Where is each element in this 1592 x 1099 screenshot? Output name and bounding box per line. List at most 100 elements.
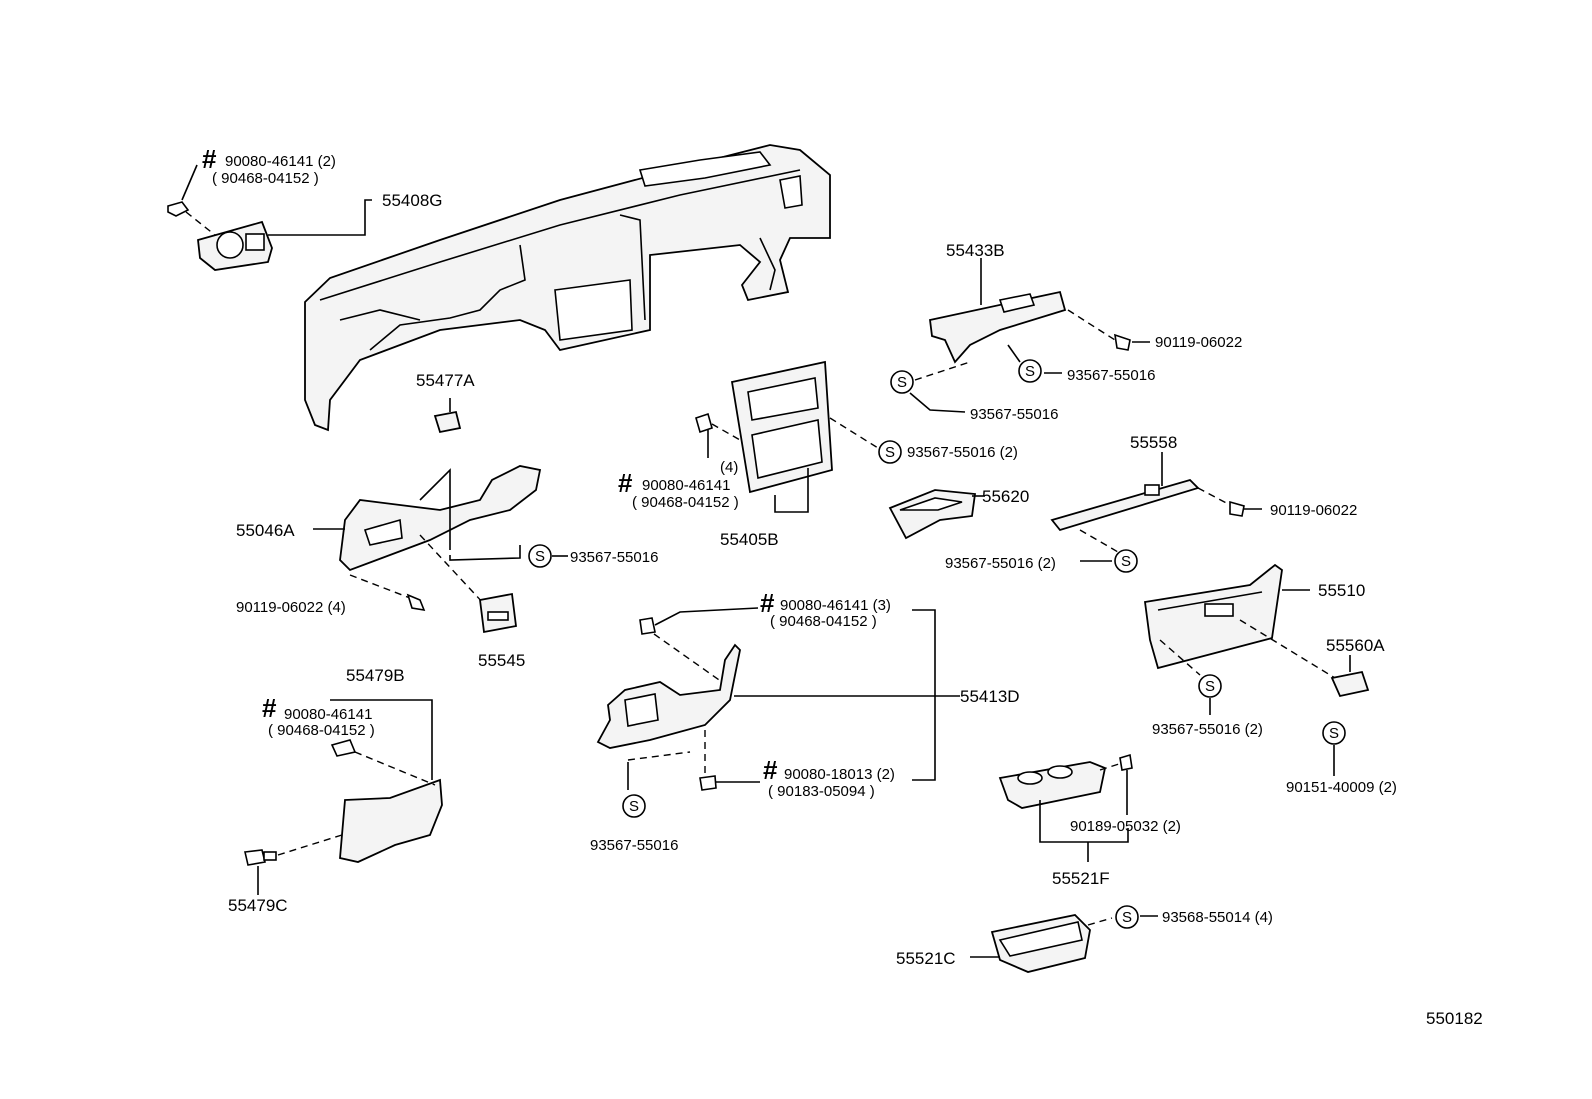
leader-f15-dash	[1159, 639, 1201, 676]
diagram-id: 550182	[1426, 1009, 1483, 1028]
fastener-label: 93567-55016 (2)	[1152, 721, 1263, 738]
leader-55433b-bolt-dash	[1067, 309, 1116, 341]
part-label-55477a: 55477A	[416, 371, 475, 390]
leader-55560a-dash	[1239, 619, 1336, 679]
fastener-label: ( 90468-04152 )	[212, 170, 319, 187]
bracket-55521f	[1039, 800, 1129, 843]
leader-55408g-clip	[181, 164, 198, 201]
s-symbol-f9: S	[528, 544, 552, 568]
fastener-label: 93567-55016	[570, 549, 658, 566]
leader-55479c-dash	[277, 834, 343, 856]
bracket-55413d	[912, 609, 936, 781]
leader-55479b	[330, 699, 433, 780]
part-label-55560a: 55560A	[1326, 636, 1385, 655]
svg-text:S: S	[897, 374, 907, 391]
fastener-label: 90080-46141	[642, 477, 730, 494]
part-label-55545: 55545	[478, 651, 525, 670]
s-symbol-f15: S	[1198, 674, 1222, 698]
svg-text:S: S	[1025, 363, 1035, 380]
leader-f7-dash	[1079, 529, 1119, 553]
s-symbol-f4: S	[890, 370, 914, 394]
fastener-label: 93567-55016 (2)	[945, 555, 1056, 572]
leader-55413d-clip-dash	[653, 633, 723, 683]
part-label-55405b: 55405B	[720, 530, 779, 549]
fastener-label: 90119-06022	[1155, 334, 1242, 351]
s-symbol-f3: S	[1018, 359, 1042, 383]
fastener-label: 90080-46141 (3)	[780, 597, 891, 614]
leader-55405b-clip-dash	[711, 423, 741, 441]
part-55620-drawing	[888, 489, 977, 540]
hash-symbol: #	[262, 693, 277, 723]
part-label-55521f: 55521F	[1052, 869, 1110, 888]
leader-f11	[654, 607, 759, 626]
leader-55405b	[774, 468, 809, 513]
part-label-55046a: 55046A	[236, 521, 295, 540]
part-label-55479c: 55479C	[228, 896, 288, 915]
part-55560a-drawing	[1330, 670, 1370, 698]
fastener-label: ( 90468-04152 )	[268, 722, 375, 739]
fastener-label: 90151-40009 (2)	[1286, 779, 1397, 796]
bolt-icon	[406, 593, 426, 612]
bolt-icon	[1229, 500, 1245, 517]
s-symbol-f14: S	[622, 794, 646, 818]
svg-text:S: S	[629, 798, 639, 815]
part-55046a-drawing	[339, 465, 542, 572]
fastener-label: 93567-55016	[590, 837, 678, 854]
part-55479c-drawing	[244, 849, 277, 866]
s-symbol-f16: S	[1322, 721, 1346, 745]
svg-text:S: S	[885, 444, 895, 461]
part-label-55408g: 55408G	[382, 191, 443, 210]
svg-text:S: S	[1205, 678, 1215, 695]
part-55521c-drawing	[990, 914, 1091, 973]
bolt-icon	[1114, 333, 1131, 351]
fastener-label: 90189-05032 (2)	[1070, 818, 1181, 835]
svg-text:S: S	[535, 548, 545, 565]
hash-symbol: #	[760, 588, 775, 618]
fastener-label: 93567-55016 (2)	[907, 444, 1018, 461]
svg-text:S: S	[1329, 725, 1339, 742]
hash-symbol: #	[618, 468, 633, 498]
part-55477a-drawing	[433, 410, 462, 434]
s-symbol-f5: S	[878, 440, 902, 464]
part-label-55433b: 55433B	[946, 241, 1005, 260]
leader-f17-dash	[1099, 762, 1123, 771]
part-label-55479b: 55479B	[346, 666, 405, 685]
leader-s-f4-dash	[914, 361, 971, 381]
leader-f4	[909, 392, 966, 413]
part-55558-drawing	[1050, 478, 1200, 532]
fastener-qty: (4)	[720, 459, 738, 476]
fastener-label: ( 90468-04152 )	[770, 613, 877, 630]
fastener-label: 90119-06022 (4)	[236, 599, 346, 616]
part-55510-drawing	[1143, 563, 1283, 670]
leader-55545-dash	[419, 534, 486, 606]
fastener-label: 93567-55016	[970, 406, 1058, 423]
s-symbol-f7: S	[1114, 549, 1138, 573]
part-label-55521c: 55521C	[896, 949, 956, 968]
svg-text:S: S	[1121, 553, 1131, 570]
hash-symbol: #	[202, 144, 217, 174]
part-55413d-drawing	[596, 617, 741, 791]
fastener-label: ( 90183-05094 )	[768, 783, 875, 800]
leader-f10-dash	[349, 574, 411, 599]
fastener-label: 90080-46141 (2)	[225, 153, 336, 170]
leader-s-f3-stub	[1007, 344, 1021, 363]
part-55479b-drawing	[330, 739, 443, 863]
part-label-55558: 55558	[1130, 433, 1177, 452]
fastener-label: 93567-55016	[1067, 367, 1155, 384]
svg-text:S: S	[1122, 909, 1132, 926]
fastener-label: ( 90468-04152 )	[632, 494, 739, 511]
fastener-label: 93568-55014 (4)	[1162, 909, 1273, 926]
hash-symbol: #	[763, 755, 778, 785]
leader-55408g	[268, 199, 372, 236]
leader-f14-dash	[627, 751, 691, 761]
fastener-label: 90119-06022	[1270, 502, 1357, 519]
instrument-panel-drawing	[304, 144, 831, 432]
part-55521f-drawing	[998, 753, 1133, 809]
part-55405b-drawing	[695, 360, 833, 494]
part-55545-drawing	[479, 592, 517, 634]
part-label-55620: 55620	[982, 487, 1029, 506]
leader-f5-dash	[829, 417, 879, 449]
part-label-55510: 55510	[1318, 581, 1365, 600]
leader-f18-dash	[1087, 917, 1113, 926]
